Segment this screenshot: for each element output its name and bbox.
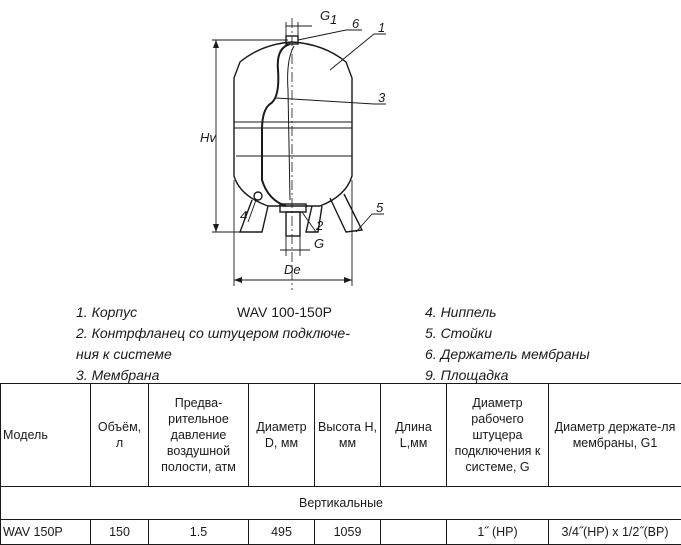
callout-4: 4 bbox=[240, 208, 247, 223]
hv-dimension bbox=[212, 40, 288, 232]
legend-item: ния к системе bbox=[76, 344, 406, 365]
table-cell: 1.5 bbox=[149, 520, 249, 545]
g1-label: G bbox=[320, 8, 330, 23]
g1-subscript: 1 bbox=[330, 12, 337, 27]
legend-left: 1. Корпус 2. Контрфланец со штуцером под… bbox=[76, 302, 406, 386]
table-cell bbox=[381, 520, 447, 545]
table-group-row: Вертикальные bbox=[1, 487, 681, 520]
legend-item: 1. Корпус bbox=[76, 302, 406, 323]
hv-arrow-top bbox=[213, 40, 219, 48]
tank-seam-upper bbox=[234, 122, 352, 128]
de-arrow-left bbox=[234, 277, 242, 283]
tank-diagram-svg: G 1 Hv De G 1 2 3 4 5 6 bbox=[0, 0, 681, 300]
de-label: De bbox=[284, 262, 301, 277]
column-header: Высота H, мм bbox=[315, 384, 381, 487]
leader-6 bbox=[298, 30, 362, 40]
nipple bbox=[254, 192, 262, 200]
group-label: Вертикальные bbox=[1, 487, 681, 520]
table-cell: 1059 bbox=[315, 520, 381, 545]
column-header: Длина L,мм bbox=[381, 384, 447, 487]
membrane-inner bbox=[288, 46, 294, 200]
table-cell: 3/4˝(НР) х 1/2˝(ВР) bbox=[549, 520, 681, 545]
column-header: Предва-рительное давление воздушной поло… bbox=[149, 384, 249, 487]
bottom-nozzle bbox=[286, 212, 300, 236]
table-cell: 1˝ (НР) bbox=[447, 520, 549, 545]
g-dimension bbox=[280, 236, 310, 256]
callout-3: 3 bbox=[378, 90, 386, 105]
g-label: G bbox=[314, 236, 324, 251]
column-header: Объём, л bbox=[91, 384, 149, 487]
leader-2 bbox=[302, 212, 316, 232]
membrane bbox=[262, 44, 290, 206]
legend-item: 5. Стойки bbox=[425, 323, 675, 344]
legend-right: 4. Ниппель 5. Стойки 6. Держатель мембра… bbox=[425, 302, 675, 386]
g1-dimension bbox=[286, 22, 312, 36]
legend-item: 4. Ниппель bbox=[425, 302, 675, 323]
leg-right bbox=[330, 194, 362, 232]
table-cell: 150 bbox=[91, 520, 149, 545]
leader-3 bbox=[276, 98, 386, 104]
spec-table: Модель Объём, л Предва-рительное давлени… bbox=[0, 383, 681, 545]
callout-1: 1 bbox=[378, 20, 385, 35]
hv-arrow-bottom bbox=[213, 224, 219, 232]
leader-5 bbox=[356, 214, 384, 232]
column-header: Модель bbox=[1, 384, 91, 487]
legend-item: 6. Держатель мембраны bbox=[425, 344, 675, 365]
table-header-row: Модель Объём, л Предва-рительное давлени… bbox=[1, 384, 681, 487]
de-arrow-right bbox=[344, 277, 352, 283]
callout-2: 2 bbox=[315, 218, 324, 233]
table-cell: WAV 150P bbox=[1, 520, 91, 545]
column-header: Диаметр D, мм bbox=[249, 384, 315, 487]
table-row: WAV 150P 150 1.5 495 1059 1˝ (НР) 3/4˝(Н… bbox=[1, 520, 681, 545]
callout-6: 6 bbox=[352, 16, 360, 31]
callout-5: 5 bbox=[376, 200, 384, 215]
leader-4 bbox=[248, 200, 256, 222]
table-cell: 495 bbox=[249, 520, 315, 545]
legend-item: 2. Контрфланец со штуцером подключе- bbox=[76, 323, 406, 344]
hv-label: Hv bbox=[200, 130, 217, 145]
tank-drawing: G 1 Hv De G 1 2 3 4 5 6 bbox=[0, 0, 681, 300]
column-header: Диаметр держате-ля мембраны, G1 bbox=[549, 384, 681, 487]
column-header: Диаметр рабочего штуцера подключения к с… bbox=[447, 384, 549, 487]
leader-1 bbox=[330, 34, 386, 70]
